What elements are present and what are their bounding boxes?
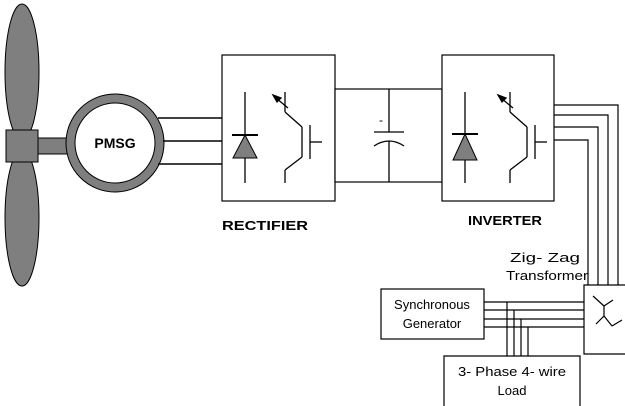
- inverter: INVERTER: [441, 54, 555, 228]
- rectifier: RECTIFIER: [221, 54, 336, 233]
- three-phase-load: 3- Phase 4- wire Load: [443, 355, 581, 406]
- inverter-output-lines: [554, 104, 619, 285]
- load-label-line1: 3- Phase 4- wire: [458, 364, 566, 379]
- pmsg: PMSG: [65, 93, 165, 193]
- zigzag-transformer: [583, 284, 625, 355]
- load-feeder-lines: [506, 302, 529, 356]
- inverter-diode-icon: [452, 92, 478, 183]
- transformer-box: [583, 284, 625, 355]
- capacitor-icon: [373, 89, 405, 182]
- pmsg-rectifier-lines: [158, 117, 222, 165]
- load-box: [443, 355, 581, 406]
- rectifier-label: RECTIFIER: [222, 218, 309, 233]
- rectifier-igbt-icon: [271, 92, 322, 183]
- turbine-hub: [5, 129, 39, 163]
- lower-blade: [4, 149, 40, 287]
- synchronous-generator: Synchronous Generator: [380, 288, 485, 340]
- rectifier-box: [221, 54, 336, 202]
- inverter-igbt-icon: [496, 92, 547, 183]
- zigzag-symbol-icon: [592, 295, 623, 327]
- grid-bus-lines: [484, 301, 584, 328]
- pmsg-label: PMSG: [94, 135, 135, 151]
- sync-gen-box: [380, 288, 485, 340]
- capacitor-polarity-label: -: [379, 113, 383, 127]
- rectifier-diode-icon: [232, 92, 258, 183]
- pmsg-inner-circle: [74, 102, 156, 184]
- dc-link: -: [334, 88, 443, 183]
- sync-gen-label-line2: Generator: [403, 316, 462, 331]
- load-label-line2: Load: [498, 383, 527, 398]
- sync-gen-label-line1: Synchronous: [394, 297, 470, 312]
- inverter-box: [441, 54, 555, 202]
- transformer-label-line1: Zig- Zag: [510, 250, 580, 265]
- inverter-label: INVERTER: [468, 213, 543, 228]
- upper-blade: [4, 3, 40, 141]
- turbine-blades: [4, 3, 73, 287]
- transformer-label-line2: Transformer: [506, 268, 589, 283]
